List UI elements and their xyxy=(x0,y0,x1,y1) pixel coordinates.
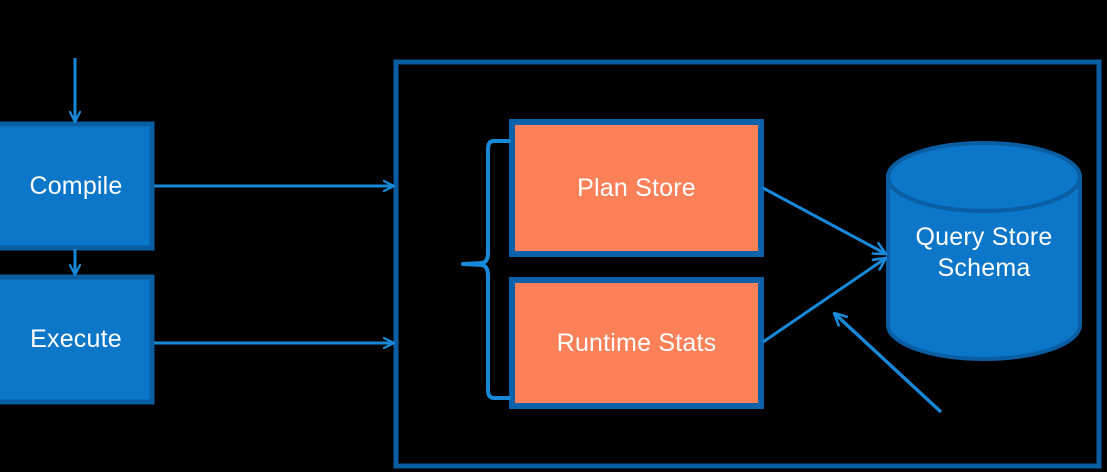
compile-box[interactable] xyxy=(0,121,155,251)
query-store-schema-cylinder[interactable] xyxy=(886,141,1082,361)
external-to-schema-arrow xyxy=(834,313,943,414)
plan-store-to-schema-arrow xyxy=(762,186,886,256)
store-brace xyxy=(461,139,511,400)
query-store-container xyxy=(393,59,1102,469)
runtime-stats-box[interactable] xyxy=(509,277,764,409)
execute-box[interactable] xyxy=(0,274,155,405)
runtime-stats-to-schema-arrow xyxy=(762,258,886,344)
plan-store-box[interactable] xyxy=(509,119,764,257)
